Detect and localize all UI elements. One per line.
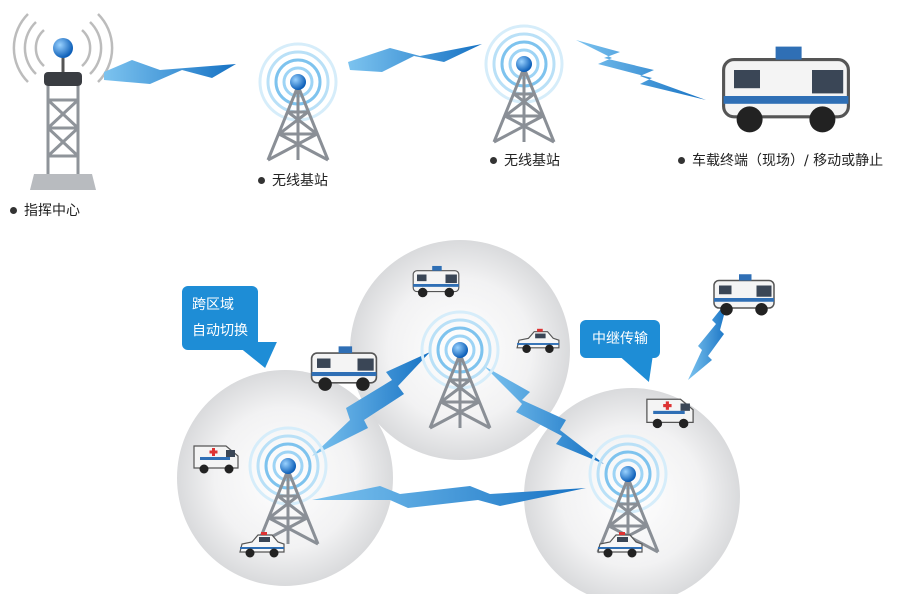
police-van-icon	[722, 45, 850, 134]
callout-text-line2: 自动切换	[192, 323, 248, 339]
lightning-signal-icon	[104, 40, 706, 100]
bullet-dot	[10, 206, 17, 214]
police-van-icon	[713, 273, 775, 317]
bullet-dot	[678, 156, 685, 164]
label-base-station-1: 无线基站	[258, 170, 328, 190]
callout-cross-region: 跨区域 自动切换	[182, 286, 296, 368]
label-vehicle-terminal: 车载终端（现场）/ 移动或静止	[678, 150, 883, 170]
base-station-tower-icon	[258, 42, 338, 162]
bullet-dot	[490, 156, 497, 164]
base-station-tower-icon	[484, 24, 564, 144]
label-base-station-2: 无线基站	[490, 150, 560, 170]
callout-text-line1: 跨区域	[192, 297, 234, 313]
label-command-center: 指挥中心	[10, 200, 80, 220]
police-van-icon	[310, 345, 378, 392]
bullet-dot	[258, 176, 265, 184]
callout-relay: 中继传输	[580, 320, 675, 382]
command-tower-icon	[12, 13, 114, 190]
lightning-signal-icon	[312, 300, 728, 508]
